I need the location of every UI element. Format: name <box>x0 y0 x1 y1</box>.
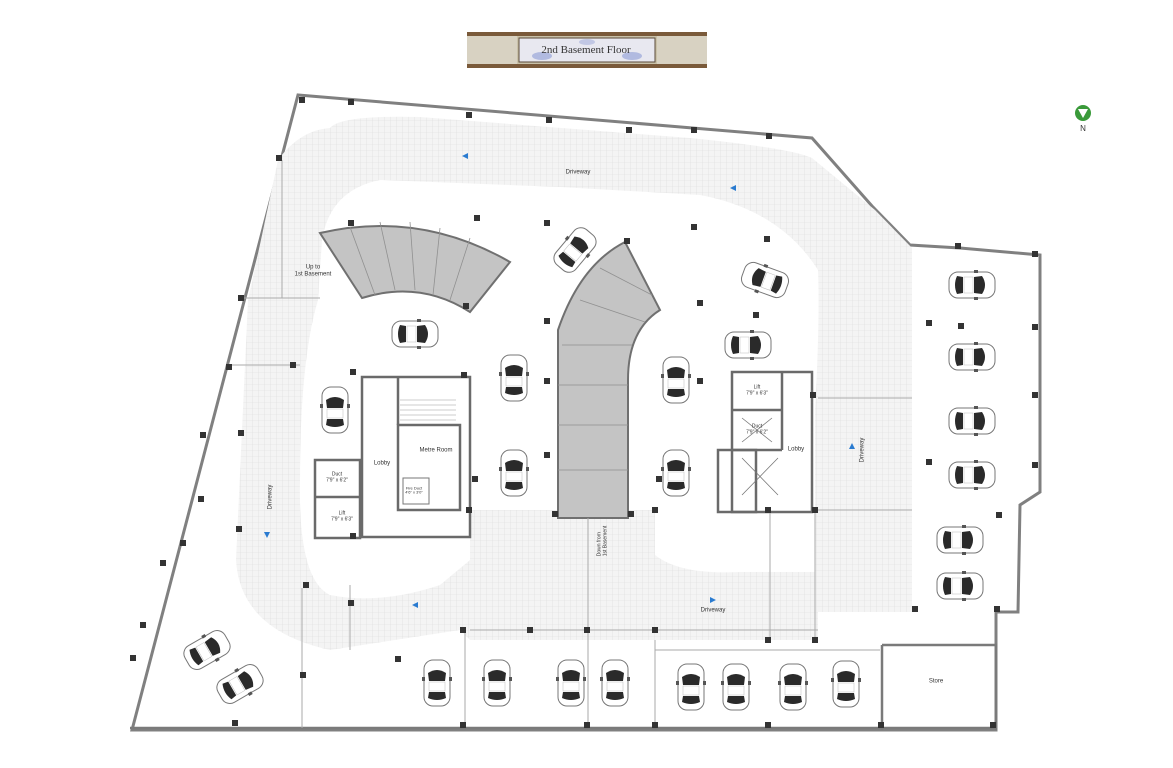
down-ramp-label: Down from 1st Basement <box>596 525 609 557</box>
lobby-left-label: Lobby <box>373 460 391 467</box>
traffic-arrows <box>264 153 855 608</box>
metre-room-label: Metre Room <box>419 447 453 454</box>
up-ramp <box>318 225 512 314</box>
driveway-bottom-label: Driveway <box>700 607 726 614</box>
lobby-right-label: Lobby <box>787 446 805 453</box>
duct-left-label: Duct 7'9" x 6'2" <box>326 471 348 483</box>
lift-right-label: Lift 7'9" x 6'3" <box>746 384 768 396</box>
title-banner <box>467 32 707 68</box>
down-ramp <box>557 240 662 519</box>
driveway-right-label: Driveway <box>859 437 866 463</box>
store-label: Store <box>928 678 944 685</box>
north-arrow-icon <box>1075 105 1091 121</box>
lift-left-label: Lift 7'9" x 6'3" <box>331 510 353 522</box>
north-label: N <box>1080 124 1086 133</box>
driveway-floor <box>236 116 912 650</box>
driveway-left-label: Driveway <box>267 484 274 510</box>
fire-duct-label: Fire Duct 4'6" x 3'0" <box>405 485 423 495</box>
north-indicator: N <box>1073 104 1093 133</box>
columns <box>130 97 1038 728</box>
duct-right-label: Duct 7'9" x 6'2" <box>746 423 768 435</box>
left-core <box>313 375 472 540</box>
floor-title: 2nd Basement Floor <box>541 44 631 56</box>
up-ramp-label: Up to 1st Basement <box>294 264 332 277</box>
driveway-top-label: Driveway <box>565 169 591 176</box>
